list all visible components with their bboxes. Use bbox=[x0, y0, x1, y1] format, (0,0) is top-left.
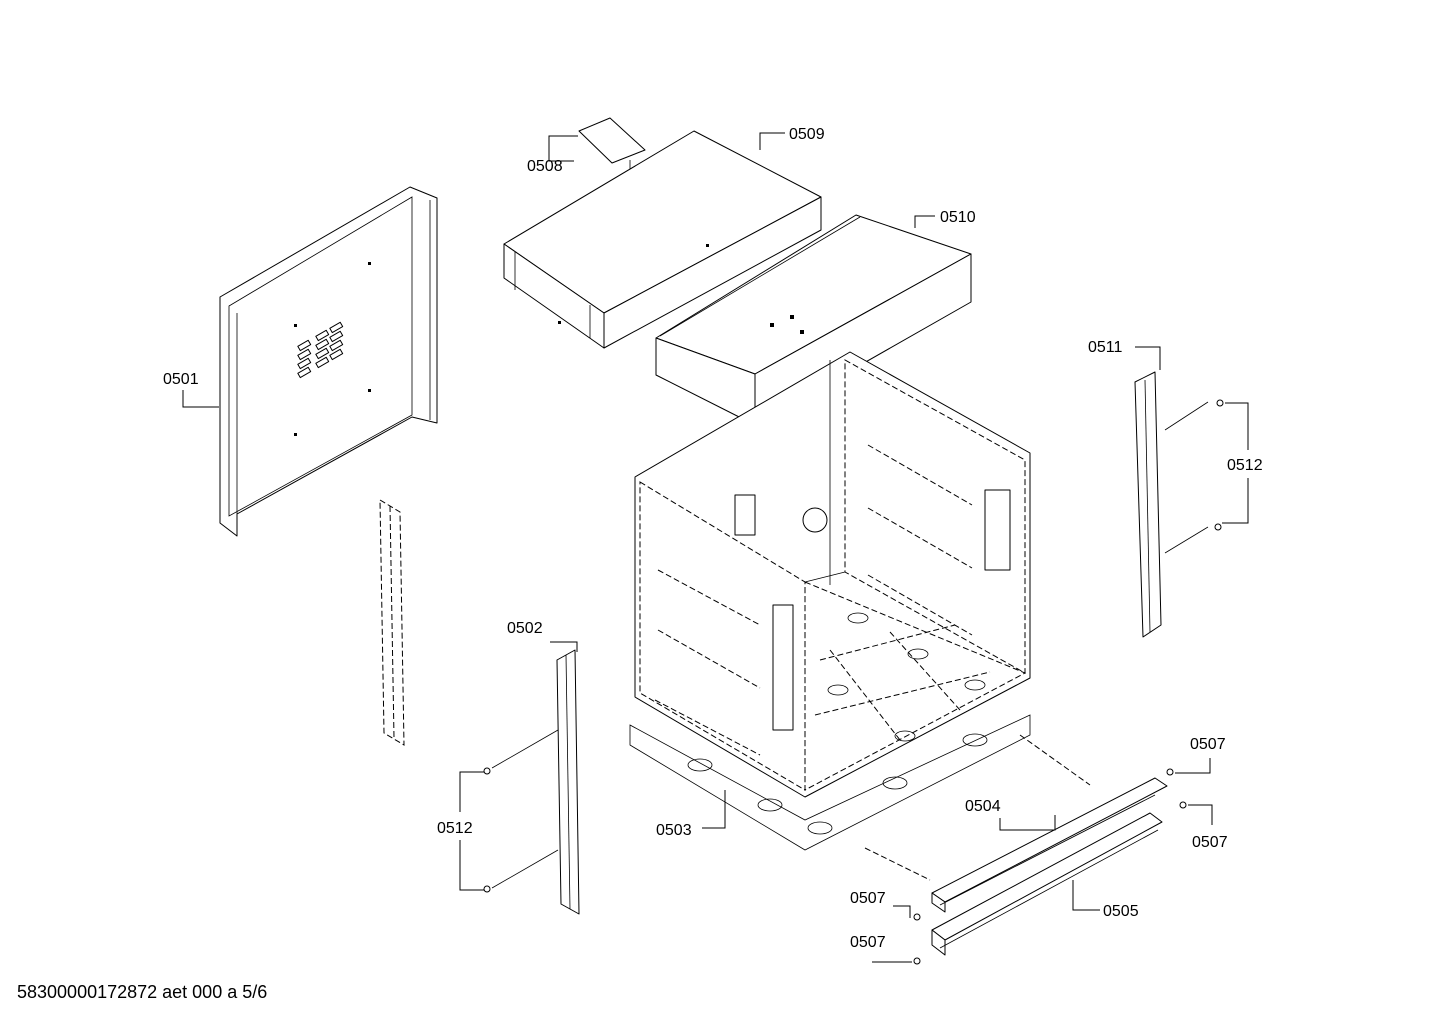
base-tray bbox=[629, 714, 1031, 851]
part-0502-side-rail bbox=[483, 649, 580, 915]
part-0509-top-cover bbox=[503, 130, 822, 349]
label-0507-a: 0507 bbox=[1190, 736, 1226, 753]
label-0512-right: 0512 bbox=[1227, 457, 1263, 474]
label-0512-left: 0512 bbox=[437, 820, 473, 837]
label-0511: 0511 bbox=[1088, 339, 1123, 356]
label-0505: 0505 bbox=[1103, 903, 1139, 920]
part-0505-lower-strip bbox=[931, 812, 1163, 956]
part-0503-oven-body bbox=[629, 351, 1091, 881]
part-0501-rear-panel bbox=[219, 186, 438, 537]
side-rail-dashed bbox=[379, 499, 405, 746]
shelf-runners-left bbox=[654, 569, 761, 756]
label-0507-d: 0507 bbox=[850, 934, 886, 951]
label-0501: 0501 bbox=[163, 371, 199, 388]
label-0504: 0504 bbox=[965, 798, 1001, 815]
label-0510: 0510 bbox=[940, 209, 976, 226]
part-labels: 0501 0502 0503 0504 0505 0507 0507 0507 … bbox=[163, 126, 1263, 951]
drawing-number-footer: 58300000172872 aet 000 a 5/6 bbox=[17, 982, 268, 1002]
leader-lines bbox=[182, 132, 1249, 963]
label-0508: 0508 bbox=[527, 158, 563, 175]
screws-0507 bbox=[913, 768, 1187, 965]
part-0511-side-rail bbox=[1134, 371, 1224, 638]
floor-tiles bbox=[814, 612, 991, 742]
part-0504-front-strip bbox=[931, 777, 1168, 913]
label-0502: 0502 bbox=[507, 620, 543, 637]
label-0503: 0503 bbox=[656, 822, 692, 839]
label-0509: 0509 bbox=[789, 126, 825, 143]
vent-slots bbox=[297, 321, 344, 379]
label-0507-c: 0507 bbox=[850, 890, 886, 907]
label-0507-b: 0507 bbox=[1192, 834, 1228, 851]
